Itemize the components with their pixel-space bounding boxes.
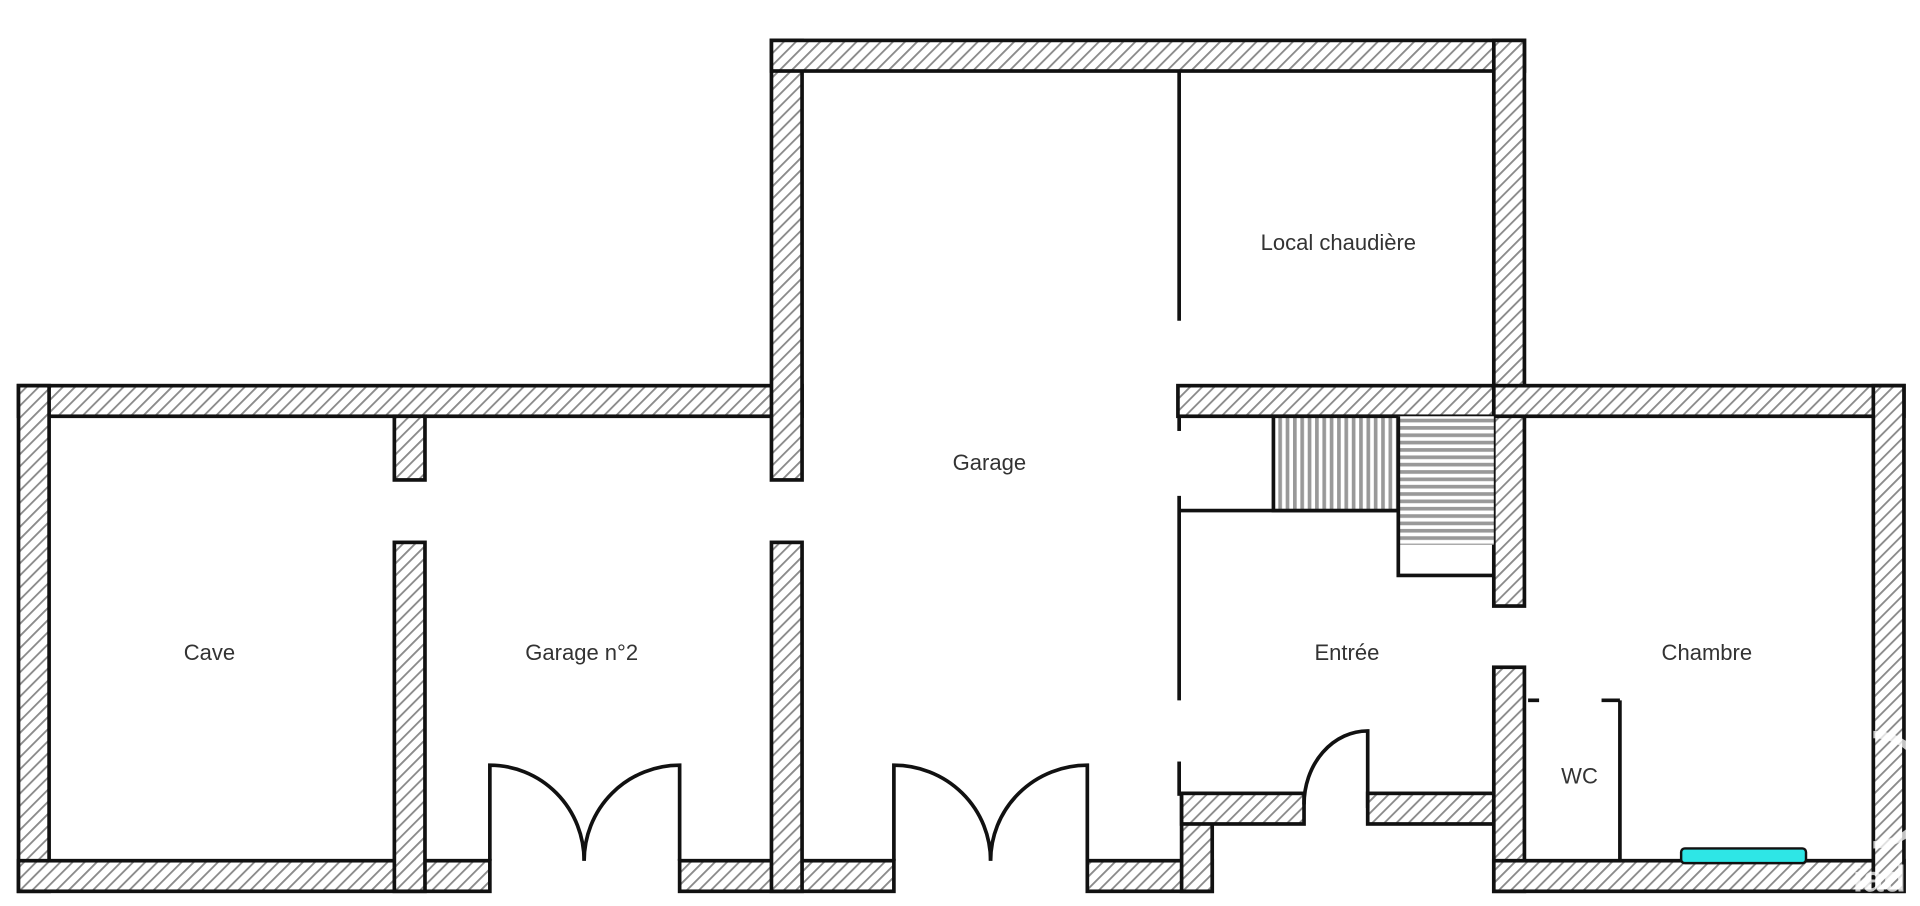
label-boiler-room: Local chaudière [1261,230,1416,255]
wall-right [1871,383,1906,894]
window-bedroom [1679,847,1808,865]
wall-bedroom-left [1491,665,1527,894]
wall-bedroom-top [1491,383,1906,419]
watermark-logo: iad [1853,730,1920,899]
door-garage2-left [488,763,586,861]
label-bedroom: Chambre [1662,640,1753,665]
stair-flight-1 [1271,414,1401,513]
stairs [1271,414,1494,578]
walls [16,38,1906,894]
wall-tower-right [1491,38,1527,608]
wall-entry-bottom-left [1179,791,1306,826]
doors [488,729,1370,861]
wall-garage-top [769,38,1527,73]
wall-divider-cave-bottom [392,540,427,894]
wall-entry-top [1176,383,1527,419]
wall-garage-left-top [769,38,804,482]
stair-flight-2 [1398,416,1494,545]
label-wc: WC [1561,764,1598,789]
door-garage-left [892,763,993,861]
wall-top-left [16,383,804,419]
door-entry [1302,729,1370,809]
svg-text:iad: iad [1853,858,1906,899]
door-garage-right [988,763,1090,861]
wall-divider-cave-top [392,414,427,482]
label-cave: Cave [184,640,235,665]
wall-entry-bottom-right [1365,791,1496,826]
label-entry: Entrée [1314,640,1379,665]
room-labels: Cave Garage n°2 Garage Local chaudière E… [184,230,1752,789]
label-garage: Garage [953,450,1026,475]
wall-bedroom-bottom [1491,858,1906,894]
wall-left [16,383,51,894]
label-garage-2: Garage n°2 [525,640,638,665]
wall-garage-left-bottom [769,540,804,894]
door-garage2-right [582,763,682,861]
